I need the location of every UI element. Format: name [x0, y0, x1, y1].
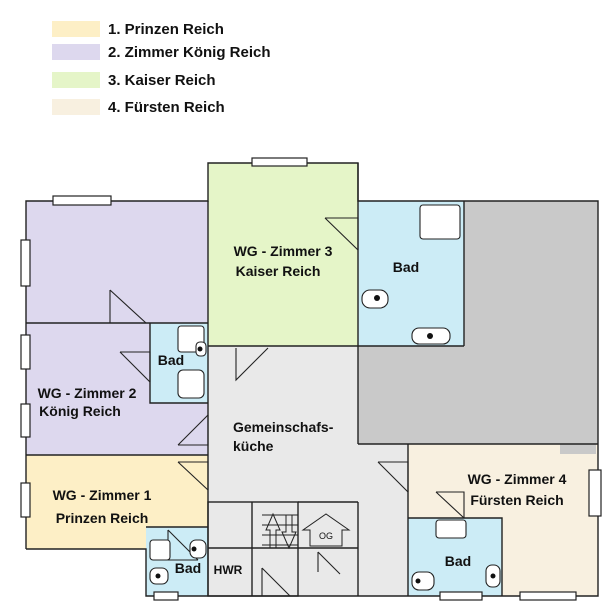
room-label-fuersten-line2: Fürsten Reich [470, 492, 563, 508]
room-label-bath-top: Bad [393, 259, 419, 275]
toilet [411, 571, 435, 591]
room-label-hwr: HWR [214, 563, 243, 577]
fixture-drains [155, 295, 496, 584]
room-label-prinzen-line1: WG - Zimmer 1 [53, 487, 152, 503]
shower [149, 539, 171, 561]
window [20, 403, 31, 438]
legend-swatch [52, 44, 100, 60]
window [439, 591, 483, 601]
dark-area-lower [358, 346, 464, 444]
window [20, 239, 31, 287]
legend-item-kaiser: 3. Kaiser Reich [52, 70, 216, 90]
window [588, 469, 602, 517]
legend-label: 3. Kaiser Reich [108, 71, 216, 89]
window [251, 157, 308, 167]
room-label-bath-bottom-right: Bad [445, 553, 471, 569]
legend-label: 2. Zimmer König Reich [108, 43, 271, 61]
legend-swatch [52, 99, 100, 115]
room-label-fuersten-line1: WG - Zimmer 4 [468, 471, 567, 487]
room-label-kitchen-line2: küche [233, 438, 274, 454]
legend-label: 1. Prinzen Reich [108, 20, 224, 38]
window [52, 195, 112, 206]
room-label-kaiser-line2: Kaiser Reich [236, 263, 321, 279]
legend-swatch [52, 72, 100, 88]
room-kaiser [208, 163, 358, 346]
stairs-label-og: OG [319, 531, 333, 541]
room-label-bath-left: Bad [158, 352, 184, 368]
kitchen-hall [208, 346, 358, 596]
sink [177, 369, 205, 399]
room-label-koenig-line1: WG - Zimmer 2 [38, 385, 137, 401]
window [20, 334, 31, 370]
room-label-kitchen-line1: Gemeinschafs- [233, 419, 334, 435]
room-label-bath-bottom-left: Bad [175, 560, 201, 576]
dark-area [464, 201, 598, 454]
windows [20, 157, 602, 601]
legend-label: 4. Fürsten Reich [108, 98, 225, 116]
shower [435, 519, 467, 539]
room-label-prinzen-line2: Prinzen Reich [56, 510, 149, 526]
window [519, 591, 577, 601]
room-label-koenig-line2: König Reich [39, 403, 121, 419]
legend-item-prinzen: 1. Prinzen Reich [52, 19, 224, 39]
window [20, 482, 31, 518]
legend-item-fuersten: 4. Fürsten Reich [52, 97, 225, 117]
room-koenig-top [26, 201, 208, 323]
legend-item-koenig: 2. Zimmer König Reich [52, 42, 271, 62]
room-label-kaiser-line1: WG - Zimmer 3 [234, 243, 333, 259]
legend-swatch [52, 21, 100, 37]
shower [419, 204, 461, 240]
toilet [189, 539, 207, 559]
window [153, 591, 179, 601]
hall-right [358, 444, 408, 596]
corner-block [560, 440, 596, 454]
stairs [262, 512, 351, 550]
legend: 1. Prinzen Reich 2. Zimmer König Reich 3… [0, 0, 611, 130]
